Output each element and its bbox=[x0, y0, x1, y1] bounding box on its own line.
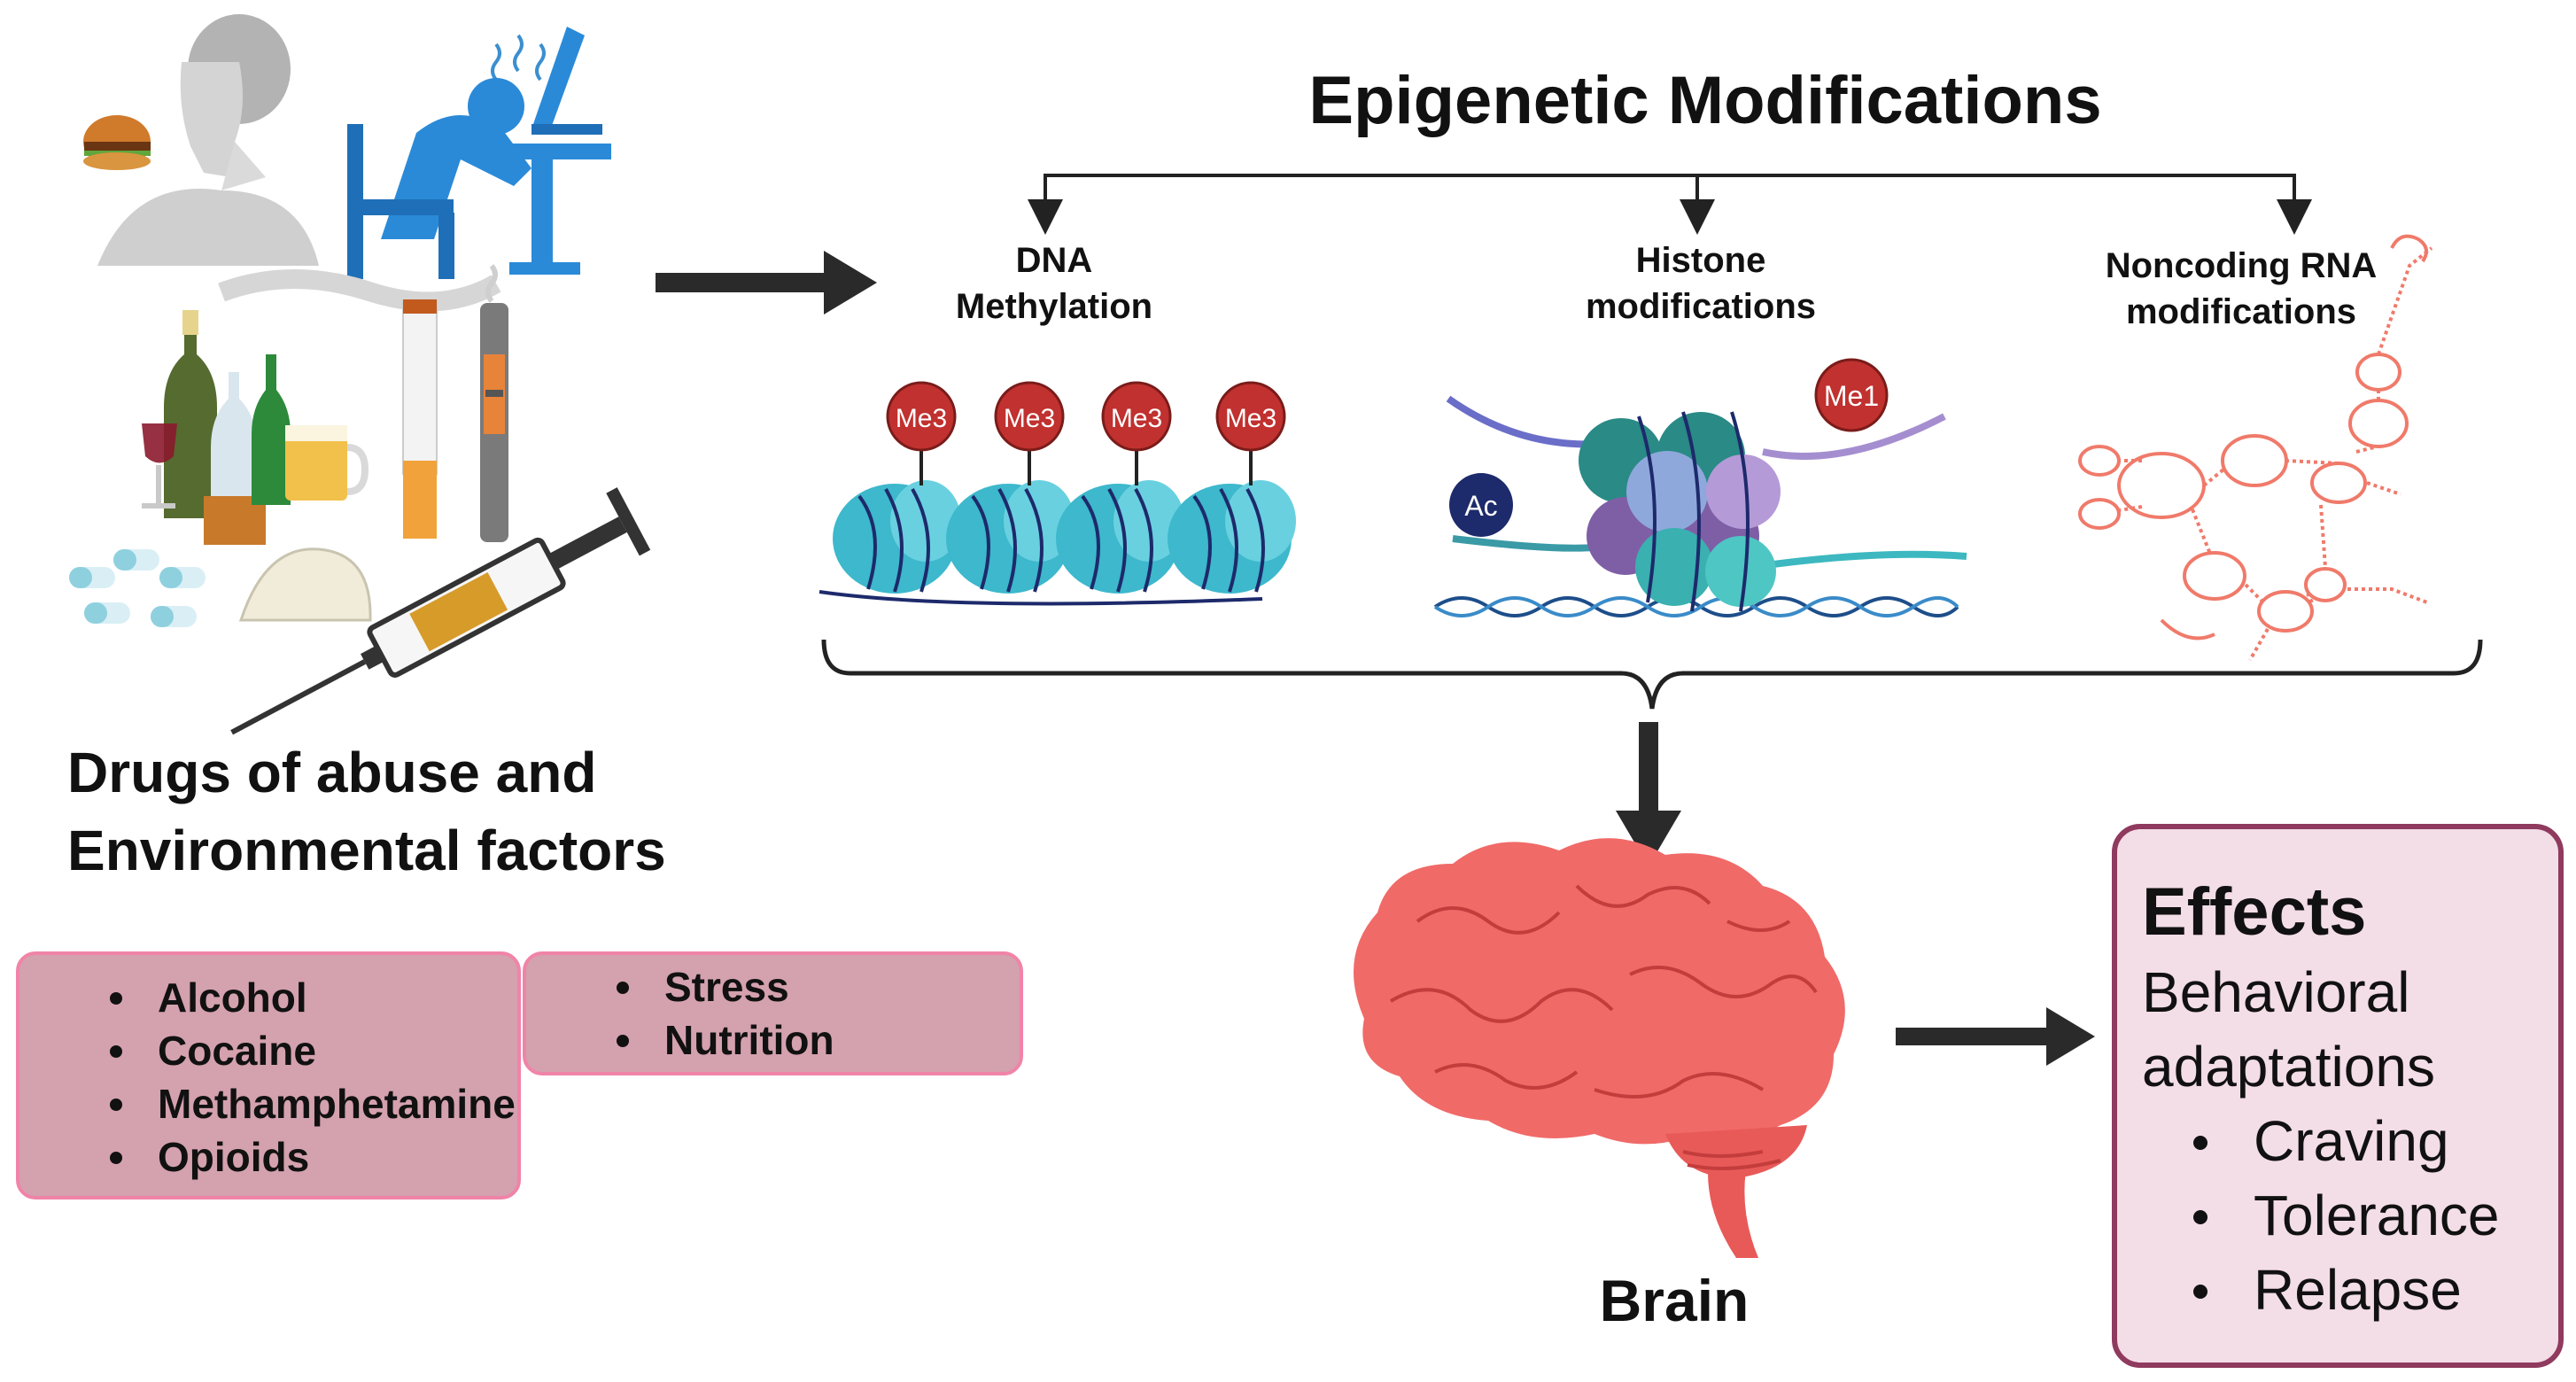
nucleosome-3 bbox=[1056, 480, 1184, 594]
brain-icon bbox=[1354, 838, 1845, 1258]
branch-connector bbox=[1028, 174, 2312, 235]
list-item: Stress bbox=[595, 960, 834, 1013]
list-item: Cocaine bbox=[89, 1024, 516, 1077]
dna-methylation-label: DNA Methylation bbox=[895, 237, 1214, 330]
me3-bubble bbox=[886, 381, 957, 452]
drug-list-box: Alcohol Cocaine Methamphetamine Opioids bbox=[16, 951, 521, 1200]
pills-icon bbox=[69, 549, 206, 627]
effects-title: Effects bbox=[2142, 874, 2367, 950]
label-line: Methylation bbox=[955, 287, 1153, 326]
cigarette-icon bbox=[402, 299, 438, 539]
label-line: modifications bbox=[2125, 292, 2357, 331]
me3-bubble bbox=[1215, 381, 1286, 452]
histone-modification-illustration: Ac Me1 bbox=[1433, 358, 1967, 617]
stressed-worker-icon bbox=[347, 27, 611, 279]
acetyl-bubble bbox=[1449, 473, 1513, 537]
drugs-to-epigenetics-arrow bbox=[656, 251, 877, 314]
effects-subtitle: Behavioral adaptations bbox=[2142, 960, 2435, 1099]
brain-label: Brain bbox=[1599, 1268, 1750, 1333]
list-item: Opioids bbox=[89, 1130, 516, 1184]
epigenetics-to-brain-arrow bbox=[1616, 722, 1681, 866]
dna-methylation-illustration: Me3 Me3 Me3 Me3 bbox=[819, 381, 1296, 606]
list-item: Methamphetamine bbox=[89, 1077, 516, 1130]
person-eating-icon bbox=[83, 14, 319, 266]
label-line: modifications bbox=[1585, 287, 1817, 326]
label-line: Histone bbox=[1635, 241, 1766, 280]
list-item: Tolerance bbox=[2144, 1178, 2500, 1253]
drugs-title: Drugs of abuse and Environmental factors bbox=[67, 741, 666, 882]
syringe-icon bbox=[230, 487, 651, 735]
nucleosome-1 bbox=[833, 480, 961, 594]
powder-icon bbox=[238, 547, 372, 622]
grouping-brace bbox=[821, 639, 2483, 710]
list-item: Nutrition bbox=[595, 1013, 834, 1067]
noncoding-rna-label: Noncoding RNA modifications bbox=[2037, 243, 2445, 335]
me1-bubble bbox=[1814, 358, 1889, 432]
list-item: Craving bbox=[2144, 1104, 2500, 1178]
me3-bubble bbox=[1101, 381, 1172, 452]
nucleosome-2 bbox=[946, 480, 1075, 594]
noncoding-rna-illustration bbox=[2078, 234, 2433, 661]
me3-marks: Me3 Me3 Me3 Me3 bbox=[886, 381, 1286, 452]
alcohol-bottles-icon bbox=[142, 310, 369, 545]
me3-label: Me3 bbox=[896, 404, 947, 433]
me3-label: Me3 bbox=[1225, 404, 1276, 433]
histone-modifications-label: Histone modifications bbox=[1506, 237, 1896, 330]
me3-bubble bbox=[994, 381, 1065, 452]
list-item: Alcohol bbox=[89, 971, 516, 1024]
environment-list: Stress Nutrition bbox=[595, 960, 834, 1067]
list-item: Relapse bbox=[2144, 1253, 2500, 1327]
environment-list-box: Stress Nutrition bbox=[523, 951, 1023, 1075]
diagram-title: Epigenetic Modifications bbox=[1308, 63, 2102, 138]
nucleosome-4 bbox=[1168, 480, 1296, 594]
label-line: DNA bbox=[1015, 241, 1093, 280]
me3-label: Me3 bbox=[1111, 404, 1162, 433]
drug-list: Alcohol Cocaine Methamphetamine Opioids bbox=[89, 971, 516, 1184]
me1-label: Me1 bbox=[1824, 380, 1879, 412]
acetyl-label: Ac bbox=[1464, 490, 1497, 522]
brain-to-effects-arrow bbox=[1896, 1007, 2095, 1066]
smoke-icon bbox=[218, 269, 501, 312]
vape-pen-icon bbox=[480, 264, 508, 542]
me3-label: Me3 bbox=[1004, 404, 1055, 433]
effects-box: Effects Behavioral adaptations Craving T… bbox=[2112, 824, 2564, 1368]
effects-list: Craving Tolerance Relapse bbox=[2144, 1104, 2500, 1327]
label-line: Noncoding RNA bbox=[2105, 246, 2378, 285]
